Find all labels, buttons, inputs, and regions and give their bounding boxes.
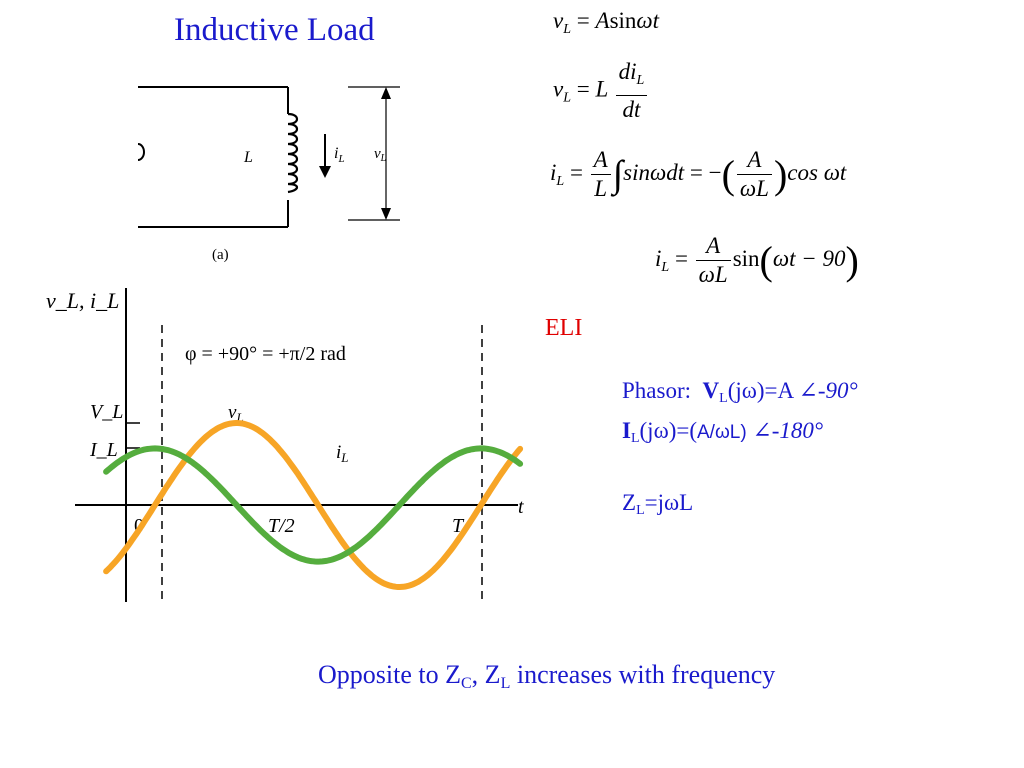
impedance-sub: L (636, 503, 645, 518)
eq3-f2-den: ωL (739, 176, 769, 201)
series-label-vl-sub: L (235, 410, 243, 425)
series-label-vl-main: v (228, 402, 237, 423)
phasor-v-expr: (jω)=A (727, 378, 793, 403)
eq2-num-sub: L (636, 73, 645, 88)
eq4-num: A (695, 232, 731, 261)
impedance-expr: =jωL (644, 490, 694, 515)
series-label-il: iL (336, 442, 349, 465)
eq4-den: ωL (698, 262, 728, 287)
y-tick-label: I_L (89, 439, 118, 461)
phasor-voltage-line: Phasor: VL(jω)=A ∠-90° (622, 375, 858, 415)
current-arrow-head-icon (319, 166, 331, 178)
phasor-i-expr-b: A/ωL) (697, 422, 747, 443)
eq4-fn: sin (732, 245, 760, 271)
eq3-f1-num: A (590, 146, 611, 175)
slide-title: Inductive Load (174, 12, 375, 48)
eq3-fraction-1: A L (590, 146, 611, 203)
eq3-lhs: i (550, 159, 557, 185)
phasor-block: Phasor: VL(jω)=A ∠-90° IL(jω)=(A/ωL) ∠-1… (622, 375, 858, 527)
eq2-fraction: diL dt (615, 58, 648, 124)
eq3-minus: = − (689, 159, 722, 185)
eq3-f2-num: A (736, 146, 772, 175)
equation-current-phase: iL = A ωL sin(ωt − 90) (655, 232, 859, 289)
eq2-lhs-sub: L (563, 90, 572, 106)
y-tick-label: V_L (90, 401, 123, 423)
eq1-lhs: v (553, 8, 564, 33)
terminal-arc (137, 143, 145, 161)
eq3-lhs-sub: L (556, 173, 565, 189)
footer-text-a: Opposite to Z (318, 660, 461, 689)
impedance-symbol: Z (622, 490, 637, 515)
eq2-lhs: v (553, 76, 564, 102)
eq3-f1-den: L (594, 176, 608, 201)
phasor-i-angle: ∠-180° (752, 418, 824, 443)
footer-text-c: increases with frequency (510, 660, 776, 689)
x-axis-label: t (518, 496, 524, 518)
inductor-coil-icon (287, 112, 299, 194)
eq2-num: di (618, 59, 637, 84)
inductor-circuit-diagram: L iL vL (a) (137, 86, 400, 263)
eq4-lhs-sub: L (661, 259, 670, 275)
waveform-chart: v_L, i_L φ = +90° = +π/2 rad t V_L I_L 0… (46, 288, 524, 602)
eli-mnemonic: ELI (545, 315, 583, 341)
voltage-label-sub: L (380, 153, 387, 164)
equation-voltage-sine: vL = Asinωt (553, 8, 660, 37)
series-line-i-l (103, 445, 524, 565)
voltage-label-main: v (374, 146, 381, 162)
current-label-sub: L (337, 153, 344, 165)
circuit-caption: (a) (212, 247, 229, 263)
series-line-v-l (103, 420, 524, 590)
voltage-arrow-down-icon (381, 208, 391, 220)
impedance-line: ZL=jωL (622, 487, 858, 527)
eq2-den: dt (622, 97, 641, 122)
y-axis-label: v_L, i_L (46, 288, 119, 313)
eq3-integrand: sinωdt (623, 159, 685, 185)
phasor-i-symbol: I (622, 418, 631, 443)
eq1-arg: ωt (636, 8, 660, 33)
phasor-i-expr-a: (jω)=( (639, 418, 697, 443)
phasor-current-line: IL(jω)=(A/ωL) ∠-180° (622, 415, 858, 455)
eq1-lhs-sub: L (563, 22, 572, 37)
series-label-vl: vL (228, 402, 244, 425)
equation-voltage-derivative: vL = L diL dt (553, 58, 649, 124)
phasor-label: Phasor: (622, 378, 691, 403)
phasor-v-angle: ∠-90° (798, 378, 858, 403)
footer-text-b: , Z (471, 660, 501, 689)
current-label-main: i (334, 145, 338, 162)
voltage-label: vL (374, 146, 387, 164)
equation-current-integral: iL = A L ∫sinωdt = −( A ωL )cos ωt (550, 146, 847, 203)
voltage-arrow-up-icon (381, 87, 391, 99)
eq1-fn: sin (609, 8, 637, 33)
series-layer (103, 420, 524, 590)
x-tick-label: T/2 (268, 515, 295, 537)
phasor-v-sub: L (719, 391, 728, 406)
eq4-arg: ωt − 90 (772, 245, 846, 271)
series-label-il-main: i (336, 442, 341, 463)
eq3-fraction-2: A ωL (736, 146, 772, 203)
eq1-amplitude: A (595, 8, 610, 33)
footer-sub-c: C (461, 675, 472, 692)
footer-sub-l: L (500, 675, 511, 692)
inductor-label: L (243, 149, 253, 166)
phasor-i-sub: L (630, 431, 640, 446)
eq2-coef: L (595, 76, 608, 102)
phasor-v-symbol: V (702, 378, 720, 403)
eq3-tail: cos ωt (787, 159, 847, 185)
current-label: iL (334, 145, 345, 165)
eq4-lhs: i (655, 245, 662, 271)
eq4-fraction: A ωL (695, 232, 731, 289)
phase-annotation: φ = +90° = +π/2 rad (185, 343, 346, 365)
footer-note: Opposite to ZC, ZL increases with freque… (318, 660, 775, 693)
series-label-il-sub: L (340, 450, 348, 465)
